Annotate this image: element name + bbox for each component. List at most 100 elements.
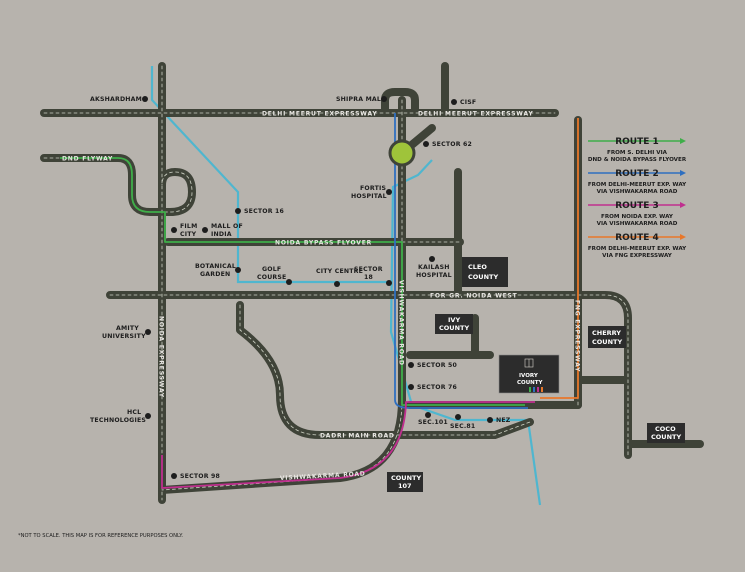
box-ivory-1: IVORY [519,373,539,379]
label-fortis-2: HOSPITAL [351,193,387,200]
label-sector98: SECTOR 98 [180,473,220,480]
route3-line [161,401,535,489]
label-sector18: SECTOR [354,266,383,273]
label-mall-of-india-2: INDIA [211,231,232,238]
label-sector16: SECTOR 16 [244,208,284,215]
dot-shipra-mall [381,96,387,102]
label-kailash-2: HOSPITAL [416,272,452,279]
box-cleo-bg [462,257,508,287]
label-sector76: SECTOR 76 [417,384,457,391]
road-dash-fng [109,294,629,456]
road-label-meerut-right: DELHI MEERUT EXPRESSWAY [418,111,533,118]
route1-line [60,157,525,406]
route4-line [540,118,579,399]
label-shipra-mall: SHIPRA MALL [336,96,385,103]
label-sec101: SEC.101 [418,419,448,426]
dot-sec81 [455,414,461,420]
place-dots [142,96,493,479]
legend-route-1-desc-1: FROM S. DELHI VIA [607,150,668,156]
dot-sector76 [408,384,414,390]
legend-route-3-arrow-icon [680,202,686,208]
dot-mall-of-india [202,227,208,233]
box-ivory-2: COUNTY [517,380,544,386]
ivory-route-markers-icon [529,387,543,392]
disclaimer-note: *NOT TO SCALE. THIS MAP IS FOR REFERENCE… [18,533,183,539]
label-hcl-2: TECHNOLOGIES [90,417,146,424]
legend-route-2-desc-2: VIA VISHWAKARMA ROAD [597,189,678,195]
dot-golf-course [286,279,292,285]
dot-nez [487,417,493,423]
dot-fortis [386,189,392,195]
dot-sector50 [408,362,414,368]
label-golf-2: COURSE [257,274,286,281]
route2-line [394,113,528,409]
dot-cisf [451,99,457,105]
legend-route-1-desc-2: DND & NOIDA BYPASS FLYOVER [588,157,687,163]
box-ivy-2: COUNTY [439,324,469,332]
box-cleo-1: CLEO [468,263,487,271]
legend-route-2-desc-1: FROM DELHI-MEERUT EXP. WAY [588,182,687,188]
dot-amity [145,329,151,335]
road-label-meerut-left: DELHI MEERUT EXPRESSWAY [262,111,377,118]
dot-botanical [235,267,241,273]
dot-akshardham [142,96,148,102]
label-sector62: SECTOR 62 [432,141,472,148]
road-label-dnd: DND FLYWAY [62,156,113,163]
label-mall-of-india-1: MALL OF [211,223,243,230]
dot-sec101 [425,412,431,418]
box-ivy-county: IVY COUNTY [435,314,473,334]
legend-route-1-title: ROUTE 1 [615,137,659,147]
road-label-vishwakarma-v: VISHWAKARMA ROAD [398,280,405,366]
label-nez: NEZ [496,417,511,424]
label-cisf: CISF [460,99,476,106]
road-label-dadri: DADRI MAIN ROAD [320,433,395,440]
label-sector18b: 18 [364,274,373,281]
road-label-noida-exp: NOIDA EXPRESSWAY [158,316,165,398]
road-dash-dadri [239,304,531,436]
legend-route-3-desc-2: VIA VISHWAKARMA ROAD [597,221,678,227]
road-label-bypass: NOIDA BYPASS FLYOVER [275,240,372,247]
legend-route-3-title: ROUTE 3 [615,201,659,211]
box-ivy-1: IVY [448,316,460,324]
legend-route-2-arrow-icon [680,170,686,176]
legend-route-3-desc-1: FROM NOIDA EXP. WAY [601,214,674,220]
dot-kailash [429,256,435,262]
project-boxes: CLEO COUNTY IVY COUNTY CHERRY COUNTY COC… [387,257,685,492]
legend-route-1-arrow-icon [680,138,686,144]
label-sec81: SEC.81 [450,423,475,430]
label-botanical-2: GARDEN [200,271,230,278]
dot-sector16 [235,208,241,214]
legend-route-4-title: ROUTE 4 [615,233,659,243]
box-cleo-county: CLEO COUNTY [462,257,508,287]
dot-film-city [171,227,177,233]
box-cherry-1: CHERRY [592,329,621,337]
label-hcl-1: HCL [127,409,141,416]
dot-sector62 [423,141,429,147]
box-cherry-county: CHERRY COUNTY [588,326,626,348]
box-cherry-2: COUNTY [592,338,622,346]
label-film-city-2: CITY [180,231,197,238]
legend-route-2-title: ROUTE 2 [615,169,659,179]
label-film-city-1: FILM [180,223,197,230]
box-county107-1: COUNTY [391,474,421,482]
label-kailash-1: KAILASH [418,264,450,271]
legend-route-4-desc-2: VIA FNG EXPRESSWAY [602,253,673,259]
box-ivory-county: IVORY COUNTY [498,354,560,394]
box-coco-bg [647,423,685,443]
label-amity-2: UNIVERSITY [102,333,146,340]
dot-city-centre [334,281,340,287]
box-coco-1: COCO [655,425,676,433]
legend-route-4-desc-1: FROM DELHI-MEERUT EXP. WAY [588,246,687,252]
label-botanical-1: BOTANICAL [195,263,236,270]
box-county-107: COUNTY 107 [387,472,423,492]
label-sector50: SECTOR 50 [417,362,458,369]
label-fortis-1: FORTIS [360,185,386,192]
label-amity-1: AMITY [116,325,139,332]
label-city-centre: CITY CENTRE [316,268,363,275]
label-golf-1: GOLF [262,266,281,273]
box-coco-2: COUNTY [651,433,681,441]
road-labels: DELHI MEERUT EXPRESSWAY DELHI MEERUT EXP… [62,111,581,482]
